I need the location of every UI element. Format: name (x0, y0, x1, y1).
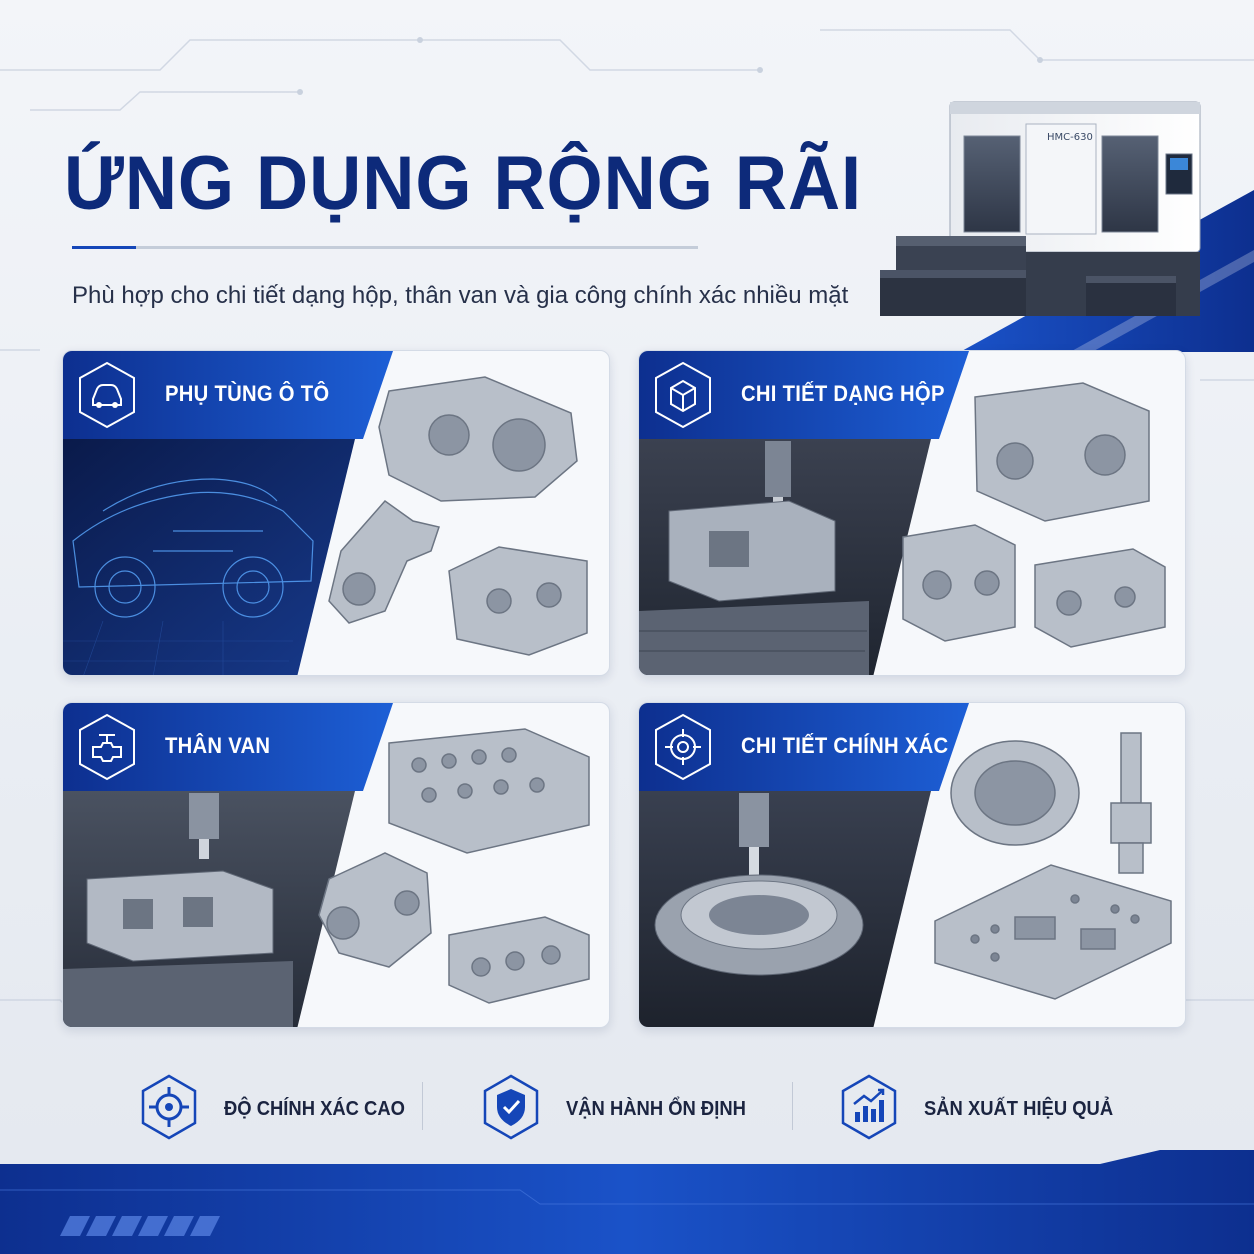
feature-label: VẬN HÀNH ỔN ĐỊNH (566, 1098, 746, 1120)
card-background (639, 703, 969, 1027)
page-subtitle: Phù hợp cho chi tiết dạng hộp, thân van … (72, 282, 849, 309)
feature-divider (792, 1082, 793, 1130)
valve-bodies-illustration (318, 728, 590, 1004)
card-background (63, 351, 393, 675)
card-label: CHI TIẾT DẠNG HỘP (741, 381, 945, 406)
card-background (63, 703, 393, 1027)
car-icon (79, 361, 135, 429)
card-box-parts[interactable]: CHI TIẾT DẠNG HỘP (638, 350, 1186, 676)
target-icon (655, 713, 711, 781)
shield-check-icon (483, 1074, 539, 1140)
card-automotive-parts[interactable]: PHỤ TÙNG Ô TÔ (62, 350, 610, 676)
precision-parts-illustration (934, 732, 1172, 1000)
box-parts-illustration (902, 382, 1166, 648)
cnc-machine-illustration (880, 101, 1201, 316)
card-label: PHỤ TÙNG Ô TÔ (165, 381, 330, 406)
feature-divider (422, 1082, 423, 1130)
feature-label: ĐỘ CHÍNH XÁC CAO (224, 1098, 405, 1120)
card-label: THÂN VAN (165, 733, 271, 758)
valve-icon (79, 713, 135, 781)
title-underline (72, 246, 698, 249)
feature-label: SẢN XUẤT HIỆU QUẢ (924, 1098, 1114, 1120)
card-background (639, 351, 969, 675)
card-valve-bodies[interactable]: THÂN VAN (62, 702, 610, 1028)
card-precision-parts[interactable]: CHI TIẾT CHÍNH XÁC (638, 702, 1186, 1028)
page-title: ỨNG DỤNG RỘNG RÃI (64, 141, 863, 226)
card-label: CHI TIẾT CHÍNH XÁC (741, 733, 949, 758)
crosshair-icon (141, 1074, 197, 1140)
machine-model-label: HMC-630 (1047, 132, 1093, 143)
bottom-decoration (0, 1150, 1254, 1254)
features-row: ĐỘ CHÍNH XÁC CAO VẬN HÀNH ỔN ĐỊNH SẢN XU… (112, 1068, 1142, 1148)
growth-chart-icon (841, 1074, 897, 1140)
box-icon (655, 361, 711, 429)
automotive-parts-illustration (328, 376, 588, 656)
